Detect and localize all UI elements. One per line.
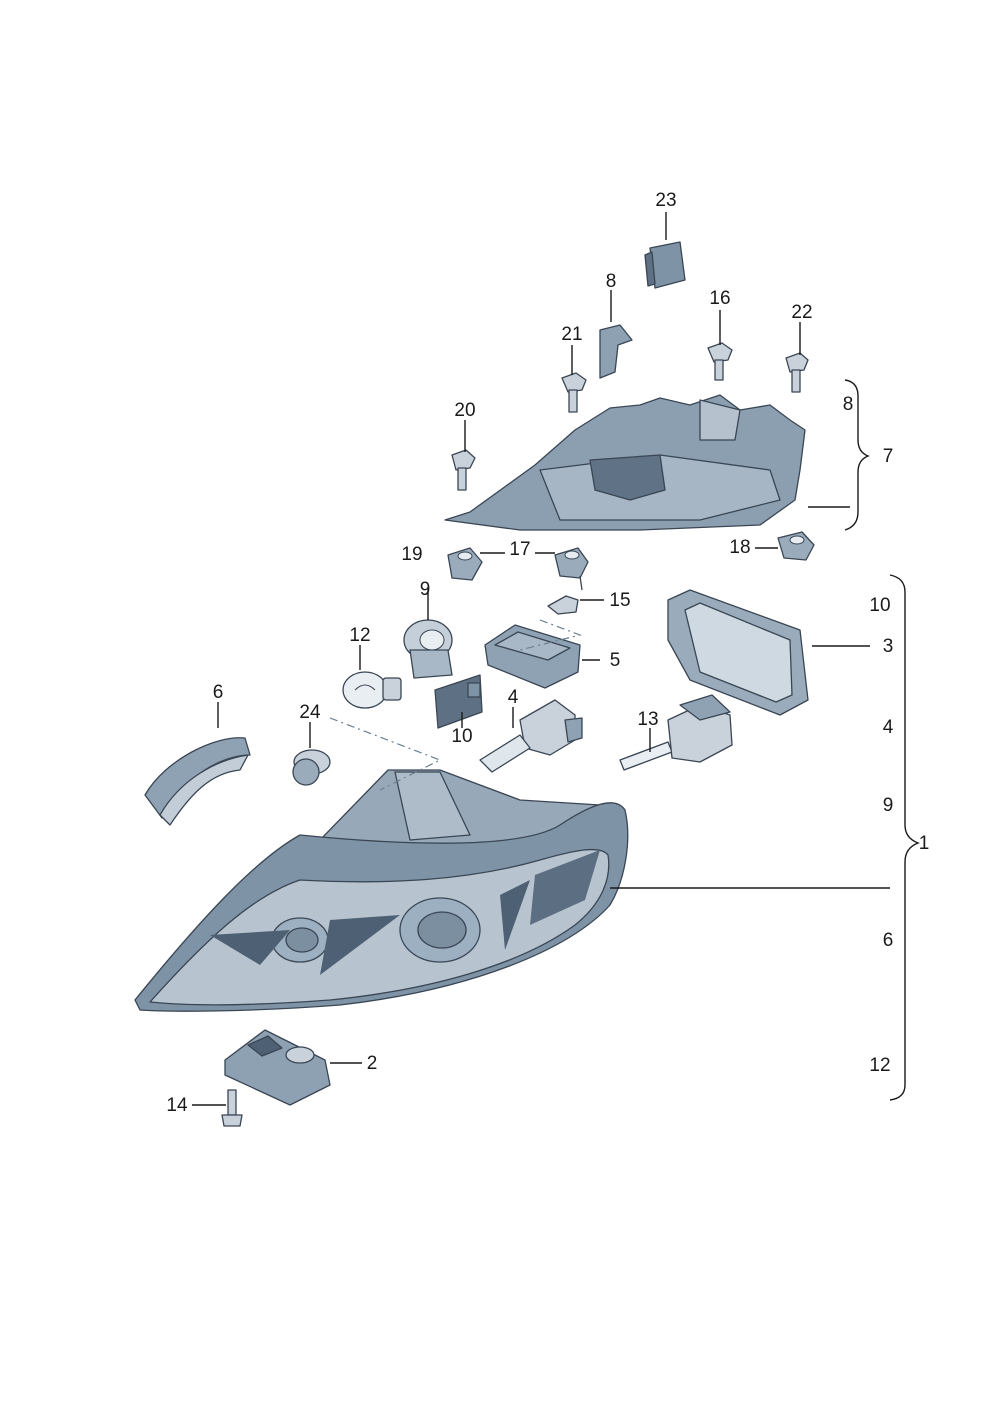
callout-10-board: 10 (451, 726, 472, 747)
callout-18: 18 (729, 537, 750, 558)
ballast-unit-2 (224, 1029, 331, 1106)
callout-12-bulb: 12 (349, 625, 370, 646)
callout-24: 24 (299, 702, 321, 723)
callout-17: 17 (509, 539, 530, 560)
speed-nut-19 (447, 547, 483, 581)
upper-mounting-bracket (444, 394, 806, 531)
callout-14: 14 (166, 1095, 188, 1116)
screw-21 (561, 372, 587, 413)
callout-4-group: 4 (883, 717, 894, 738)
callout-10-group: 10 (869, 595, 890, 616)
xenon-bulb-13 (619, 694, 733, 771)
assembly-axis-lines (329, 619, 583, 791)
screw-15 (547, 595, 579, 615)
ring-6 (144, 737, 251, 826)
callout-20: 20 (454, 400, 475, 421)
grommet-24 (292, 749, 331, 786)
connector-23 (644, 241, 686, 289)
callout-9-holder: 9 (420, 579, 431, 600)
screw-14 (221, 1089, 243, 1127)
bulb-12 (342, 671, 402, 709)
control-unit-10 (434, 674, 483, 729)
bulb-socket-4 (479, 699, 583, 773)
callout-12-group: 12 (869, 1055, 890, 1076)
callout-4-socket: 4 (508, 687, 519, 708)
callout-8-clip: 8 (606, 271, 617, 292)
screw-22 (785, 352, 809, 393)
callout-labels: 23 8 16 22 21 20 8 7 19 17 18 9 15 10 12… (166, 190, 929, 1116)
callout-5: 5 (610, 650, 621, 671)
callout-19: 19 (401, 544, 422, 565)
callout-9-group: 9 (883, 795, 894, 816)
callout-8-bracket: 8 (843, 394, 854, 415)
callout-13: 13 (637, 709, 658, 730)
callout-2: 2 (367, 1053, 378, 1074)
callout-22: 22 (791, 302, 812, 323)
callout-23: 23 (655, 190, 676, 211)
callout-16: 16 (709, 288, 730, 309)
trim-frame-3 (667, 589, 809, 716)
speed-nut-18 (777, 531, 815, 561)
screw-20 (451, 449, 476, 491)
screw-16 (707, 342, 733, 381)
callout-6-ring: 6 (213, 682, 224, 703)
leader-lines (192, 212, 890, 1106)
cover-5 (484, 624, 581, 689)
callout-21: 21 (561, 324, 582, 345)
clip-8 (599, 324, 633, 379)
callout-7: 7 (883, 446, 894, 467)
grouping-brackets (844, 379, 920, 1101)
speed-nut-17 (554, 547, 589, 591)
callout-6-group: 6 (883, 930, 894, 951)
callout-1: 1 (919, 833, 930, 854)
callout-3: 3 (883, 636, 894, 657)
headlight-housing (134, 769, 629, 1012)
bulb-holder-9 (403, 619, 453, 679)
callout-15: 15 (609, 590, 630, 611)
